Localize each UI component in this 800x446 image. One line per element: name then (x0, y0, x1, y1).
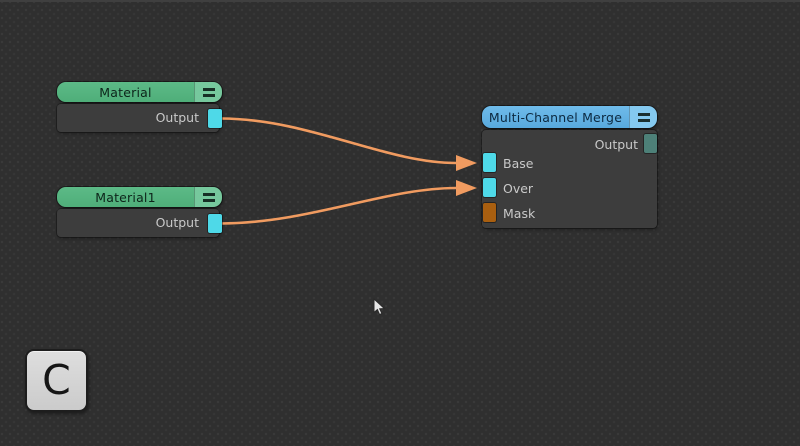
input-port-mask-label: Mask (503, 206, 536, 221)
hamburger-icon (202, 192, 215, 202)
wire-material1-to-over[interactable] (220, 186, 457, 225)
output-port-label: Output (155, 215, 199, 230)
node-mcm-header[interactable]: Multi-Channel Merge (482, 106, 657, 128)
node-menu-button[interactable] (194, 187, 222, 207)
output-port[interactable] (644, 134, 657, 153)
mouse-cursor-icon (373, 298, 386, 316)
input-port-mask[interactable] (483, 203, 496, 222)
keypress-overlay-c: C (25, 349, 88, 412)
wire-material-to-base[interactable] (220, 117, 457, 165)
input-port-base[interactable] (483, 153, 496, 172)
wire-arrowhead-base (456, 155, 477, 171)
node-menu-button[interactable] (629, 106, 657, 128)
hamburger-icon (637, 112, 650, 122)
node-title: Multi-Channel Merge (482, 106, 629, 128)
hamburger-icon (202, 87, 215, 97)
keypress-label: C (42, 356, 71, 404)
output-port[interactable] (208, 109, 222, 128)
input-port-base-label: Base (503, 156, 534, 171)
node-title: Material (57, 82, 194, 102)
output-port-label: Output (594, 137, 638, 152)
node-title: Material1 (57, 187, 194, 207)
wire-arrowhead-over (456, 180, 477, 196)
input-port-over-label: Over (503, 181, 534, 196)
node-material-body: Output (57, 104, 222, 132)
input-port-over[interactable] (483, 178, 496, 197)
node-menu-button[interactable] (194, 82, 222, 102)
node-mcm-body: Output Base Over Mask (482, 130, 657, 228)
node-material1-body: Output (57, 209, 222, 237)
node-material1-header[interactable]: Material1 (57, 187, 222, 207)
output-port-label: Output (155, 110, 199, 125)
node-material-header[interactable]: Material (57, 82, 222, 102)
output-port[interactable] (208, 214, 222, 233)
